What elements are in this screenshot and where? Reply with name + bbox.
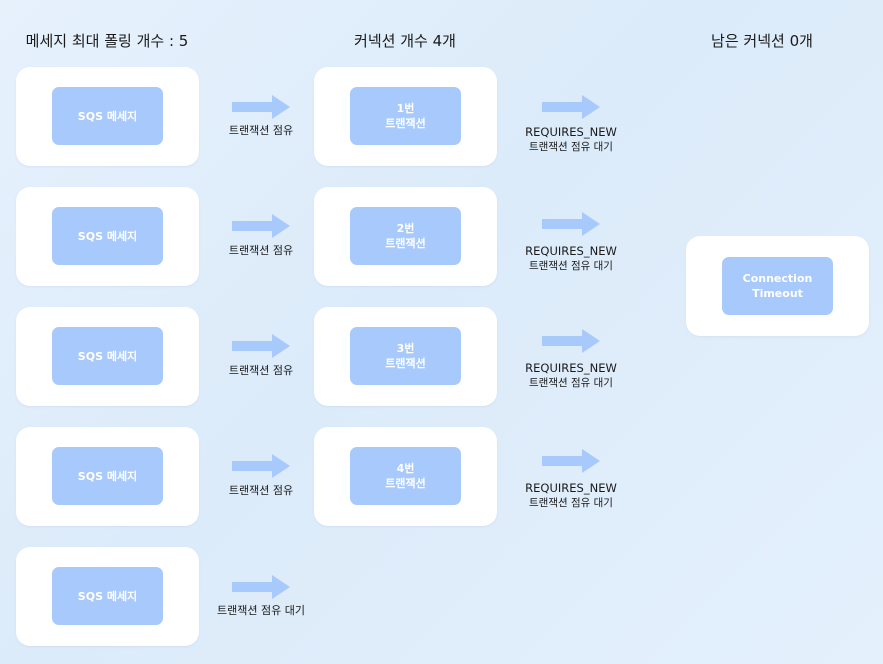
arrow-right-icon <box>232 334 290 358</box>
header-message-polling: 메세지 최대 폴링 개수 : 5 <box>25 32 189 50</box>
wait-caption-5: 트랜잭션 점유 대기 <box>217 604 305 617</box>
wait-label: 트랜잭션 점유 대기 <box>529 377 613 389</box>
sqs-message-box-4: SQS 메세지 <box>52 447 163 505</box>
occupy-caption-2: 트랜잭션 점유 <box>228 244 294 257</box>
wait-label: 트랜잭션 점유 대기 <box>529 141 613 153</box>
transaction-box-4: 4번 트랜잭션 <box>350 447 461 505</box>
requires-new-label: REQUIRES_NEW <box>525 481 617 495</box>
requires-new-caption-3: REQUIRES_NEW 트랜잭션 점유 대기 <box>525 361 617 391</box>
arrow-right-icon <box>232 454 290 478</box>
requires-new-label: REQUIRES_NEW <box>525 125 617 139</box>
connection-timeout-box: Connection Timeout <box>722 257 833 315</box>
requires-new-label: REQUIRES_NEW <box>525 361 617 375</box>
wait-label: 트랜잭션 점유 대기 <box>529 497 613 509</box>
arrow-right-icon <box>542 329 600 353</box>
requires-new-caption-1: REQUIRES_NEW 트랜잭션 점유 대기 <box>525 125 617 155</box>
occupy-caption-3: 트랜잭션 점유 <box>228 364 294 377</box>
transaction-box-1: 1번 트랜잭션 <box>350 87 461 145</box>
sqs-message-box-1: SQS 메세지 <box>52 87 163 145</box>
arrow-right-icon <box>232 575 290 599</box>
arrow-right-icon <box>232 214 290 238</box>
requires-new-caption-2: REQUIRES_NEW 트랜잭션 점유 대기 <box>525 244 617 274</box>
arrow-right-icon <box>542 212 600 236</box>
wait-label: 트랜잭션 점유 대기 <box>529 260 613 272</box>
requires-new-caption-4: REQUIRES_NEW 트랜잭션 점유 대기 <box>525 481 617 511</box>
header-remaining-connections: 남은 커넥션 0개 <box>711 32 813 50</box>
occupy-caption-1: 트랜잭션 점유 <box>228 124 294 137</box>
arrow-right-icon <box>542 449 600 473</box>
requires-new-label: REQUIRES_NEW <box>525 244 617 258</box>
occupy-caption-4: 트랜잭션 점유 <box>228 484 294 497</box>
transaction-box-2: 2번 트랜잭션 <box>350 207 461 265</box>
transaction-box-3: 3번 트랜잭션 <box>350 327 461 385</box>
sqs-message-box-3: SQS 메세지 <box>52 327 163 385</box>
sqs-message-box-2: SQS 메세지 <box>52 207 163 265</box>
header-connection-count: 커넥션 개수 4개 <box>354 32 456 50</box>
sqs-message-box-5: SQS 메세지 <box>52 567 163 625</box>
arrow-right-icon <box>542 95 600 119</box>
arrow-right-icon <box>232 95 290 119</box>
